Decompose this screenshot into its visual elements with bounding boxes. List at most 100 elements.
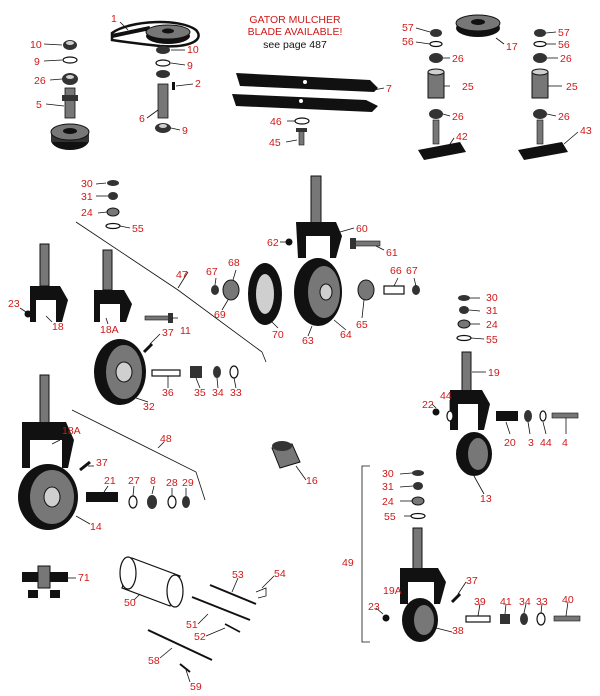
callout-20: 20 [504,437,516,449]
callout-27: 27 [128,475,140,487]
part-25-spacer-b [531,71,549,99]
callout-55a: 55 [132,223,144,235]
part-34-nut [213,366,221,378]
callout-52: 52 [194,631,206,643]
callout-30c: 30 [382,468,394,480]
callout-50: 50 [124,597,136,609]
part-33-washer [229,365,239,379]
part-45-bolt [298,130,305,146]
callout-31b: 31 [486,305,498,317]
part-26-bearing-b [429,53,443,63]
part-30-cap-c [412,470,424,476]
callout-19a: 19A [383,585,402,597]
callout-26e: 26 [558,111,570,123]
callout-30b: 30 [486,292,498,304]
part-26-bearing-e [533,109,547,119]
callout-24b: 24 [486,319,498,331]
callout-45: 45 [269,137,281,149]
part-18a-caster-fork [94,249,173,323]
part-43-housing [518,142,568,160]
part-18-caster-fork [24,243,68,322]
part-9-washer-b [155,59,171,67]
callout-67a: 67 [206,266,218,278]
part-31-nut-b [459,306,469,314]
callout-41: 41 [500,596,512,608]
part-19a-caster-fork [382,527,462,622]
callout-65: 65 [356,319,368,331]
callout-43: 43 [580,125,592,137]
callout-58: 58 [148,655,160,667]
callout-48: 48 [160,433,172,445]
part-51-shaft [191,596,251,621]
callout-51: 51 [186,619,198,631]
spindle-assembly-left [50,40,90,150]
part-23-nut [24,310,32,318]
part-63-wheel-assembly [294,258,342,326]
part-52-pin [224,623,241,633]
part-28-washer [167,495,177,509]
part-13-wheel [456,432,492,476]
callout-54: 54 [274,568,286,580]
part-21-axle [86,492,118,502]
callout-26c: 26 [452,111,464,123]
callout-42: 42 [456,131,468,143]
part-10-nut-b [156,46,170,54]
callout-71: 71 [78,572,90,584]
part-30-cap-b [458,295,470,301]
part-33-washer-b [536,612,546,626]
part-19-caster-fork [432,351,579,430]
part-37-grease-fitting [142,342,154,354]
part-11-bolt [144,315,170,321]
caster-hardware-left [105,180,121,230]
roller-shafts [147,584,267,673]
part-18a-caster-fork-b [22,374,91,472]
callout-23b: 23 [368,601,380,613]
group-47-bracket [75,221,263,353]
callout-31a: 31 [81,191,93,203]
callout-7: 7 [386,83,392,95]
caster-hardware-lower-right [410,470,426,520]
mulcher-blade-banner: GATOR MULCHER BLADE AVAILABLE! see page … [248,14,343,51]
wheel-hub-hardware [211,279,420,301]
callout-33b: 33 [536,596,548,608]
callout-18a2: 18A [62,425,81,437]
belt-pulley-assembly [110,20,200,133]
part-67-bearing [211,285,219,295]
callout-38: 38 [452,625,464,637]
part-41-spacer [500,614,510,624]
callout-28: 28 [166,477,178,489]
part-20-spacer [496,411,518,421]
spindle-stack-42 [418,29,466,160]
callout-9a: 9 [34,56,40,68]
callout-55c: 55 [384,511,396,523]
part-65-hub [357,279,375,301]
callout-40: 40 [562,594,574,606]
part-67-bearing-b [412,285,420,295]
spindle-stack-43 [518,29,568,160]
part-57-nut-b [534,29,546,37]
callout-9b: 9 [187,60,193,72]
part-46-washer [294,117,310,125]
part-26-bearing-d [533,53,547,63]
callout-70: 70 [272,329,284,341]
callout-56a: 56 [402,36,414,48]
part-59-pin [179,663,191,673]
banner-line-2: BLADE AVAILABLE! [248,26,343,38]
callout-53: 53 [232,569,244,581]
part-1-belt [110,20,200,48]
callout-55b: 55 [486,334,498,346]
callout-18: 18 [52,321,64,333]
callout-26d: 26 [560,53,572,65]
callout-39: 39 [474,596,486,608]
callout-30a: 30 [81,178,93,190]
callout-16: 16 [306,475,318,487]
part-23-nut-b [382,614,390,622]
part-3-bearing [524,410,532,422]
part-9-washer [62,56,78,64]
part-53-shaft [209,584,257,605]
callout-19: 19 [488,367,500,379]
callout-13: 13 [480,493,492,505]
part-57-nut [430,29,442,37]
part-55-washer-b [456,334,472,342]
callout-1: 1 [111,13,117,25]
